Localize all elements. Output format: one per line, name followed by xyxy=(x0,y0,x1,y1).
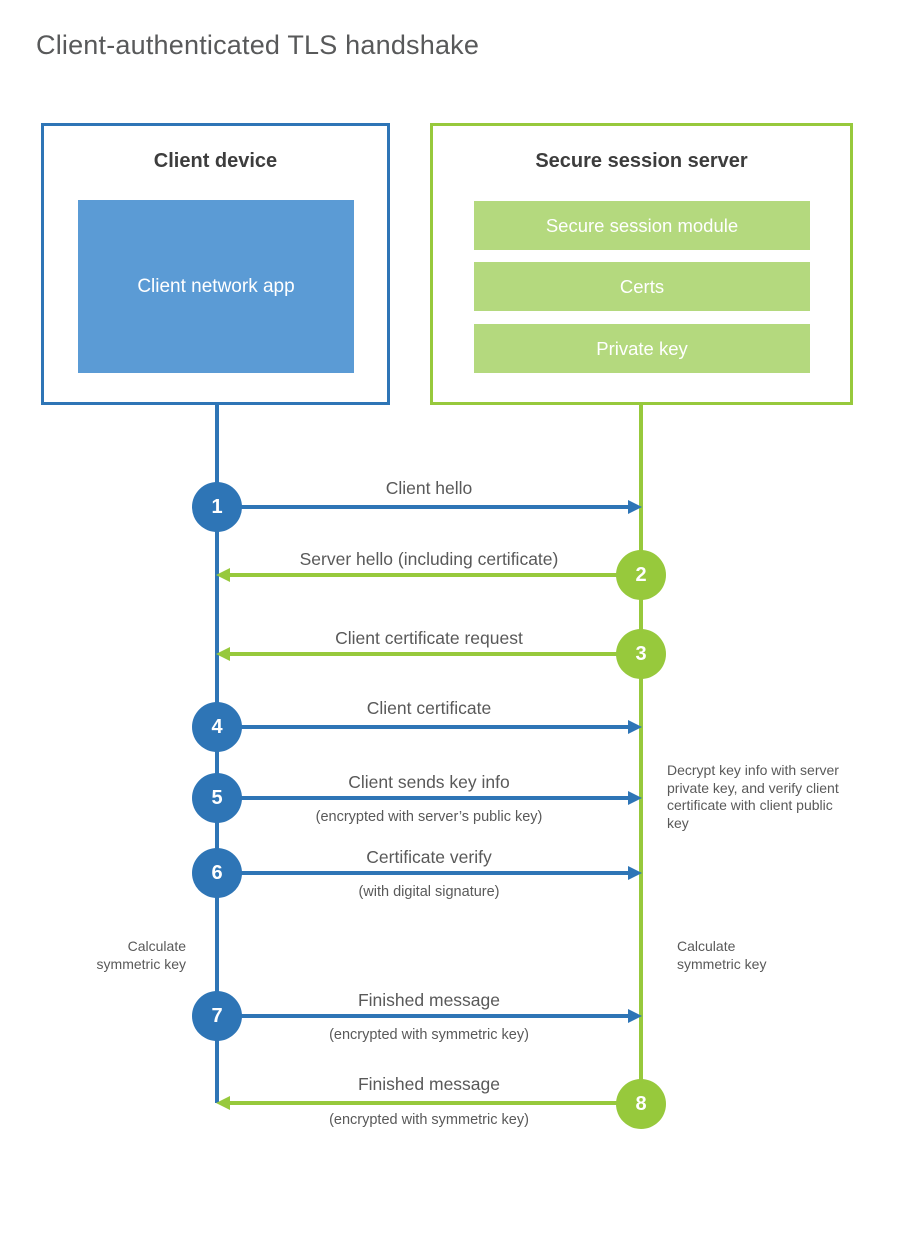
note-calculate-symmetric-key-server: Calculate symmetric key xyxy=(677,938,767,972)
secure-session-server-box: Secure session server Secure session mod… xyxy=(430,123,853,405)
step-2-badge: 2 xyxy=(616,550,666,600)
server-lifeline xyxy=(639,405,643,1105)
step-8-arrow xyxy=(230,1101,641,1105)
server-module-secure-session: Secure session module xyxy=(474,201,810,250)
step-6-arrowhead-icon xyxy=(628,866,642,880)
secure-session-server-title: Secure session server xyxy=(535,150,748,172)
client-lifeline xyxy=(215,405,219,1103)
note-calculate-symmetric-key-client: Calculate symmetric key xyxy=(96,938,186,972)
step-8-label: Finished message xyxy=(357,1074,501,1094)
step-2-arrow xyxy=(230,573,641,577)
step-4-badge: 4 xyxy=(192,702,242,752)
step-8-arrowhead-icon xyxy=(216,1096,230,1110)
step-1-badge: 1 xyxy=(192,482,242,532)
client-device-box: Client device Client network app xyxy=(41,123,390,405)
step-7-label: Finished message xyxy=(357,990,501,1010)
client-network-app-label: Client network app xyxy=(137,275,295,297)
step-7-badge: 7 xyxy=(192,991,242,1041)
step-2-label: Server hello (including certificate) xyxy=(299,549,559,569)
step-3-badge: 3 xyxy=(616,629,666,679)
step-5-label: Client sends key info xyxy=(348,772,510,792)
step-8-sublabel: (encrypted with symmetric key) xyxy=(329,1112,529,1128)
server-module-private-key: Private key xyxy=(474,324,810,373)
client-network-app-box: Client network app xyxy=(78,200,354,373)
step-1-arrowhead-icon xyxy=(628,500,642,514)
step-2-arrowhead-icon xyxy=(216,568,230,582)
step-6-label: Certificate verify xyxy=(366,847,492,867)
step-5-badge: 5 xyxy=(192,773,242,823)
step-6-sublabel: (with digital signature) xyxy=(358,884,500,900)
step-8-badge: 8 xyxy=(616,1079,666,1129)
step-1-arrow xyxy=(217,505,628,509)
step-4-arrowhead-icon xyxy=(628,720,642,734)
step-7-sublabel: (encrypted with symmetric key) xyxy=(329,1027,529,1043)
step-1-label: Client hello xyxy=(385,478,473,498)
step-3-label: Client certificate request xyxy=(335,628,523,648)
step-5-arrowhead-icon xyxy=(628,791,642,805)
step-7-arrowhead-icon xyxy=(628,1009,642,1023)
step-6-badge: 6 xyxy=(192,848,242,898)
step-5-arrow xyxy=(217,796,628,800)
note-decrypt-key-info: Decrypt key info with server private key… xyxy=(667,762,839,831)
page-title: Client-authenticated TLS handshake xyxy=(36,30,480,60)
step-4-arrow xyxy=(217,725,628,729)
step-3-arrow xyxy=(230,652,641,656)
server-module-certs: Certs xyxy=(474,262,810,311)
step-5-sublabel: (encrypted with server’s public key) xyxy=(315,809,543,825)
step-3-arrowhead-icon xyxy=(216,647,230,661)
step-6-arrow xyxy=(217,871,628,875)
client-device-title: Client device xyxy=(153,150,278,172)
step-4-label: Client certificate xyxy=(366,698,492,718)
step-7-arrow xyxy=(217,1014,628,1018)
